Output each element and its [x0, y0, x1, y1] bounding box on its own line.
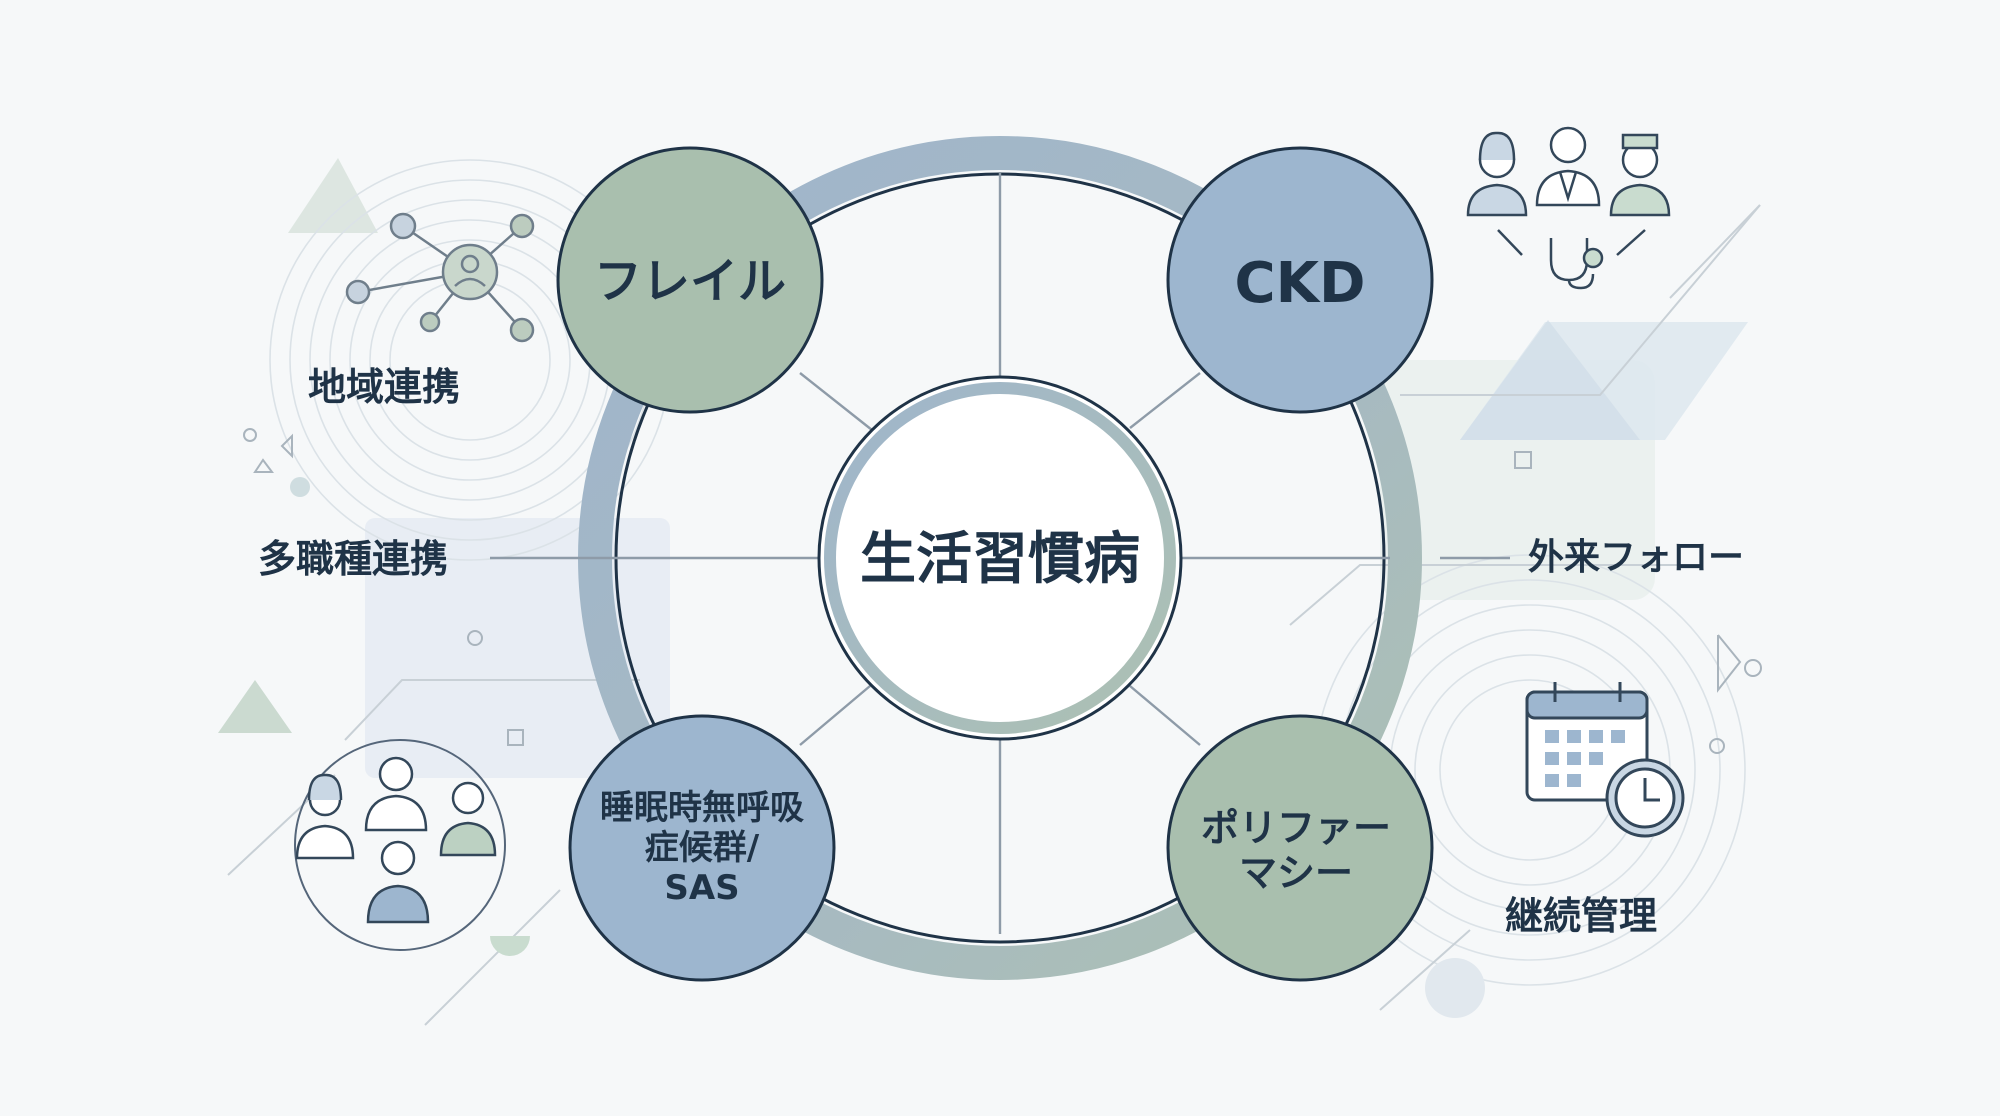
stethoscope-icon: [1549, 238, 1604, 290]
label-multidisciplinary-collaboration: 多職種連携: [258, 537, 449, 581]
spokes: [490, 173, 1510, 934]
label-continuous-management: 継続管理: [1505, 894, 1658, 938]
care-team-icon: [294, 739, 506, 951]
center-circle: [817, 375, 1183, 741]
center-label: 生活習慣病: [860, 526, 1140, 592]
node-polypharmacy-line-2: マシー: [1238, 851, 1354, 895]
node-polypharmacy-label: ポリファー マシー: [1201, 806, 1391, 896]
node-frailty-label: フレイル: [593, 253, 787, 310]
node-polypharmacy-circle: [1166, 714, 1434, 982]
network-icon: [345, 212, 535, 343]
label-regional-collaboration: 地域連携: [308, 365, 461, 409]
medical-team-icon: [1466, 126, 1671, 256]
node-sas-line-2: 症候群/: [644, 827, 760, 868]
clock-icon: [1605, 758, 1685, 838]
node-ckd-label: CKD: [1234, 250, 1366, 316]
node-polypharmacy-line-1: ポリファー: [1200, 806, 1392, 851]
node-sas-label: 睡眠時無呼吸 症候群/ SAS: [600, 788, 804, 908]
node-ckd-circle: [1166, 146, 1434, 414]
node-frailty-circle: [556, 146, 824, 414]
node-sas-line-1: 睡眠時無呼吸: [600, 787, 804, 828]
node-sas-circle: [568, 714, 836, 982]
node-sas-line-3: SAS: [664, 868, 740, 909]
label-outpatient-follow: 外来フォロー: [1528, 537, 1745, 578]
